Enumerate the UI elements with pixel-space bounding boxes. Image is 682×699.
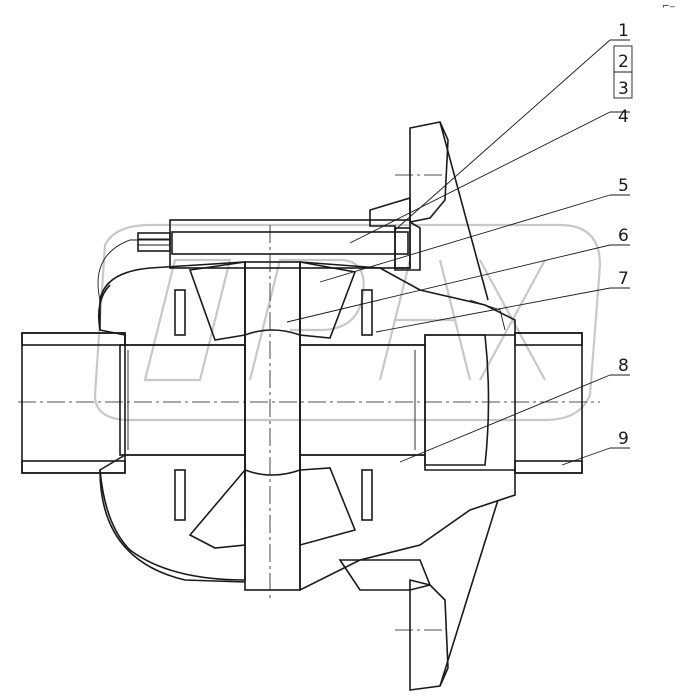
part-number-6: 6: [618, 226, 629, 246]
flange-upper: [369, 121, 489, 301]
carrier-outline: [97, 284, 506, 583]
axle-tubes: [21, 332, 583, 474]
side-gears: [119, 334, 490, 466]
thrust-washers: [174, 289, 373, 521]
part-number-5: 5: [618, 176, 629, 196]
part-number-4: 4: [618, 107, 629, 127]
flange-lower: [338, 499, 499, 691]
planet-gears: [188, 261, 357, 549]
part-number-9: 9: [618, 429, 629, 449]
part-number-1: 1: [618, 21, 629, 41]
part-number-labels: 1 2 3 4 5 6 7 8 9: [618, 21, 629, 449]
bolt: [137, 219, 411, 269]
part-number-3: 3: [618, 79, 629, 99]
corner-mark: ⌐‒: [662, 2, 676, 12]
center-lines: [18, 174, 600, 631]
part-number-2: 2: [618, 52, 629, 72]
leader-lines: [286, 39, 633, 466]
cross-shaft: [244, 261, 301, 591]
part-number-7: 7: [618, 269, 629, 289]
part-number-8: 8: [618, 356, 629, 376]
